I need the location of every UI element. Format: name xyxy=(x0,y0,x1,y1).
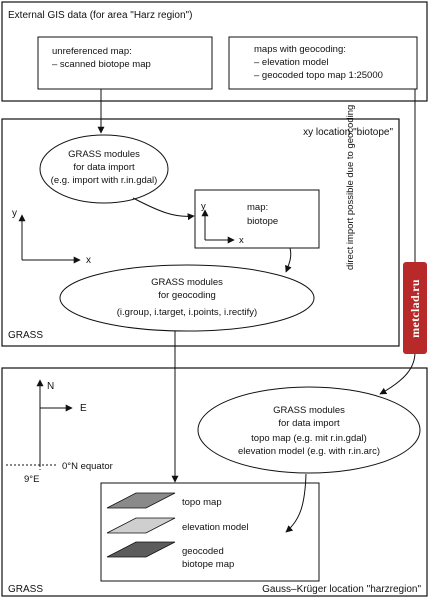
map-x-label: x xyxy=(239,235,244,246)
arrow-map-to-geocoding xyxy=(285,247,292,273)
gk-import-line2: for data import xyxy=(278,418,340,429)
layer-stack-box xyxy=(100,482,320,582)
elevation-model-layer xyxy=(106,517,176,534)
map-biotope-box xyxy=(194,189,320,249)
import-module-line3: (e.g. import with r.in.gdal) xyxy=(51,175,158,186)
direct-import-note: direct import possible due to geocoding xyxy=(345,104,356,270)
x-axis-label: x xyxy=(86,255,91,266)
geocoding-line3: (i.group, i.target, i.points, i.rectify) xyxy=(117,307,257,318)
geocoding-line2: for geocoding xyxy=(158,290,216,301)
watermark-badge: metclad.ru xyxy=(403,262,427,354)
watermark-text: metclad.ru xyxy=(407,278,422,338)
geocoding-module-ellipse xyxy=(59,264,315,332)
geocoded-line1: maps with geocoding: xyxy=(254,44,346,55)
geocoded-line2: – elevation model xyxy=(254,57,328,68)
layer-label-biotope: biotope map xyxy=(182,559,234,570)
meridian-label: 9°E xyxy=(24,474,39,485)
arrow-import-to-map xyxy=(132,197,195,221)
import-module-line1: GRASS modules xyxy=(68,149,140,160)
gk-import-line1: GRASS modules xyxy=(273,405,345,416)
map-label-line2: biotope xyxy=(247,216,278,227)
import-module-line2: for data import xyxy=(73,162,135,173)
unreferenced-line2: – scanned biotope map xyxy=(52,59,151,70)
map-y-label: y xyxy=(201,201,206,212)
geocoded-line3: – geocoded topo map 1:25000 xyxy=(254,70,383,81)
gk-import-module-ellipse xyxy=(197,386,421,474)
geocoded-maps-box xyxy=(228,36,418,90)
topo-map-layer xyxy=(106,492,176,509)
geocoding-line1: GRASS modules xyxy=(151,277,223,288)
gk-footer-right: Gauss–Krüger location "harzregion" xyxy=(262,584,421,595)
north-label: N xyxy=(47,381,54,392)
unreferenced-map-box xyxy=(37,36,213,90)
unreferenced-line1: unreferenced map: xyxy=(52,46,132,57)
import-module-ellipse xyxy=(39,134,169,204)
layer-label-geocoded: geocoded xyxy=(182,546,224,557)
gk-footer-left: GRASS xyxy=(8,584,43,595)
xy-location-title: xy location "biotope" xyxy=(303,127,393,138)
equator-label: 0°N equator xyxy=(62,461,113,472)
xy-panel-footer: GRASS xyxy=(8,330,43,341)
layer-label-elevation: elevation model xyxy=(182,522,249,533)
xy-location-panel: xy location "biotope" GRASS modules for … xyxy=(1,118,400,347)
y-axis-label: y xyxy=(12,208,17,219)
gk-location-panel: N E 0°N equator 9°E GRASS modules for da… xyxy=(1,367,428,597)
arrow-gk-import-to-layers xyxy=(285,473,307,533)
biotope-map-layer xyxy=(106,541,176,558)
gk-import-line4: elevation model (e.g. with r.in.arc) xyxy=(238,446,380,457)
layer-label-topo: topo map xyxy=(182,497,222,508)
gk-import-line3: topo map (e.g. mit r.in.gdal) xyxy=(251,433,367,444)
map-label-line1: map: xyxy=(247,202,268,213)
external-data-title: External GIS data (for area "Harz region… xyxy=(8,10,192,21)
east-label: E xyxy=(80,403,87,414)
external-data-panel: External GIS data (for area "Harz region… xyxy=(1,1,428,102)
